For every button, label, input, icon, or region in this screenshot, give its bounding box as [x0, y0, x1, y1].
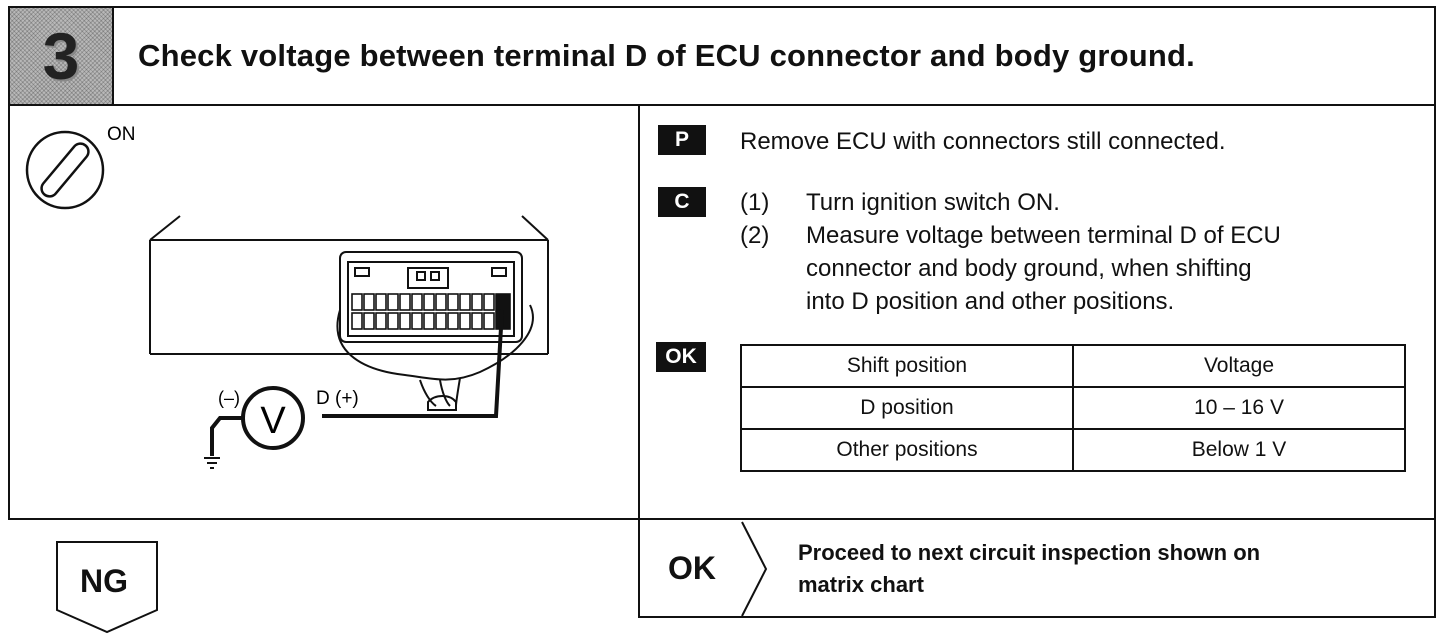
ok-result-frame [638, 518, 1436, 618]
ok-result-text-line-2: matrix chart [798, 572, 924, 597]
table-cell: Other positions [740, 428, 1074, 472]
header-shift-position: Shift position [740, 344, 1074, 388]
content-frame [8, 106, 1436, 520]
ecu-connector-diagram: ON [25, 124, 549, 469]
table-row: D position 10 – 16 V [740, 386, 1406, 430]
step-1-number: (1) [740, 189, 770, 216]
ng-result-label: NG [80, 563, 128, 599]
step-header: 3 Check voltage between terminal D of EC… [8, 6, 1436, 106]
ok-arrow-divider [741, 521, 768, 617]
voltmeter-symbol: V [260, 400, 286, 442]
ecu-connector [339, 251, 523, 343]
wire-harness [336, 304, 534, 411]
ok-result-text: Proceed to next circuit inspection shown… [798, 537, 1260, 601]
preparation-text: Remove ECU with connectors still connect… [740, 128, 1226, 155]
voltage-spec-table: Shift position Voltage D position 10 – 1… [740, 344, 1406, 472]
ok-result-label: OK [668, 550, 716, 586]
column-divider [638, 106, 640, 618]
positive-label: D (+) [316, 388, 359, 409]
negative-label: (–) [218, 388, 240, 408]
p-badge: P [658, 125, 706, 155]
step-number-box: 3 [10, 8, 114, 104]
step-2-text-line-3: into D position and other positions. [806, 288, 1175, 315]
step-2-text-line-1: Measure voltage between terminal D of EC… [806, 222, 1281, 249]
ignition-switch-icon [25, 130, 105, 210]
ng-arrow-shape [56, 541, 158, 634]
header-voltage: Voltage [1072, 344, 1406, 388]
table-cell: 10 – 16 V [1072, 386, 1406, 430]
table-header-row: Shift position Voltage [740, 344, 1406, 388]
c-badge: C [658, 187, 706, 217]
table-row: Other positions Below 1 V [740, 428, 1406, 472]
ok-result-text-line-1: Proceed to next circuit inspection shown… [798, 540, 1261, 565]
ground-symbol [204, 457, 220, 469]
table-cell: Below 1 V [1072, 428, 1406, 472]
ignition-on-label: ON [107, 124, 136, 145]
step-title: Check voltage between terminal D of ECU … [138, 38, 1195, 73]
connector-terminals [351, 293, 511, 330]
step-2-number: (2) [740, 222, 770, 249]
step-2-text-line-2: connector and body ground, when shifting [806, 255, 1252, 282]
step-number: 3 [42, 19, 80, 93]
step-1-text: Turn ignition switch ON. [806, 189, 1060, 216]
ok-badge: OK [656, 342, 706, 372]
probe-wire-positive [322, 309, 504, 418]
table-cell: D position [740, 386, 1074, 430]
voltmeter-icon: V [241, 386, 305, 450]
probe-wire-negative [210, 416, 243, 456]
